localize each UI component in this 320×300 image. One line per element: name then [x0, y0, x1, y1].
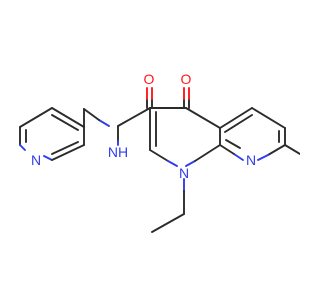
bond-n1-color-a [167, 160, 178, 167]
bond-py-c6-c5-inner [51, 141, 79, 155]
bond-c4-c4a [185, 107, 221, 129]
bond-n1-color-b [185, 160, 196, 167]
bond-py-c6-c5 [51, 144, 85, 161]
amide-oxygen-label: O [144, 71, 155, 87]
bond-py-n-color-a [19, 144, 26, 151]
bond-c7-n8 [267, 144, 286, 156]
bond-c5-c6 [251, 107, 286, 129]
bond-nh-ch2 [83, 108, 100, 121]
bond-py-c3-c2 [19, 107, 53, 128]
bond-py-n-color-b [43, 155, 53, 161]
bond-c3-amide-c [117, 107, 151, 127]
bond-c2-n1 [149, 149, 169, 162]
ring-n8-label: N [246, 152, 256, 168]
bond-nh-ch2-color [98, 119, 110, 127]
pyridine-n-label: N [31, 152, 41, 168]
bond-py-c4-c3 [51, 107, 85, 128]
bond-c4a-c5-inner [224, 114, 253, 133]
ring-n1-label: N [179, 165, 189, 181]
molecule-diagram: O O NH N N N [19, 71, 300, 233]
amide-nh-label: NH [108, 144, 128, 160]
bond-n8-color-a [257, 154, 269, 161]
bond-n1-c8a [194, 144, 221, 162]
bond-n8-c8a-inner [225, 139, 241, 149]
bond-n8-color-b [233, 153, 244, 161]
ring-oxygen-label: O [181, 71, 192, 87]
bond-n8-c8a [219, 144, 235, 155]
bond-c4a-c5 [219, 107, 253, 129]
bond-methyl [284, 144, 300, 155]
bond-ethyl-c2 [151, 213, 185, 233]
structure-svg: O O NH N N N [19, 71, 300, 233]
bond-py-c4-c3-inner [51, 114, 79, 131]
